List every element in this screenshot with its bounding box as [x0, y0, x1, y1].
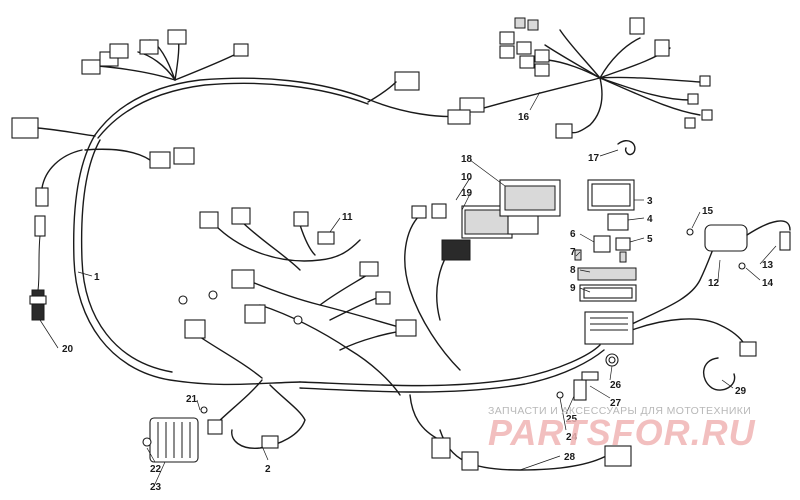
callout-26: 26	[610, 380, 622, 391]
callout-24: 24	[566, 432, 578, 443]
connector-10	[431, 203, 447, 219]
left-side-connectors	[11, 117, 195, 207]
callout-8: 8	[570, 265, 576, 276]
relays-5-6	[593, 235, 631, 253]
relay-4	[607, 213, 629, 231]
fuse-block	[584, 311, 634, 345]
callout-14: 14	[762, 278, 774, 289]
callout-21: 21	[186, 394, 198, 405]
callout-4: 4	[647, 214, 653, 225]
bracket-27	[556, 371, 599, 401]
callout-3: 3	[647, 196, 653, 207]
ecu-harness-branch	[404, 205, 471, 371]
harness-2	[207, 379, 306, 449]
callout-5: 5	[647, 234, 653, 245]
main-harness	[73, 77, 746, 393]
watermark-logo: PARTSFOR.RU	[488, 412, 756, 453]
gasket-9	[579, 284, 637, 302]
callout-10: 10	[461, 172, 473, 183]
harness-16-connectors	[447, 17, 713, 139]
callout-23: 23	[150, 482, 162, 493]
watermark-tagline: ЗАПЧАСТИ И АКСЕССУАРЫ ДЛЯ МОТОТЕХНИКИ	[488, 405, 752, 417]
callout-12: 12	[708, 278, 720, 289]
callout-2: 2	[265, 464, 271, 475]
top-left-connectors	[81, 29, 420, 103]
callout-labels: 1 2 3 4 5 6 7 8 9 10 11 12 13 14 15 16 1…	[62, 112, 774, 493]
callout-9: 9	[570, 283, 576, 294]
callout-6: 6	[570, 229, 576, 240]
callout-17: 17	[588, 153, 600, 164]
callout-25: 25	[566, 414, 578, 425]
gasket-8	[577, 267, 637, 281]
callout-27: 27	[610, 398, 622, 409]
callout-28: 28	[564, 452, 576, 463]
sub-harness-11	[178, 207, 417, 396]
callout-29: 29	[735, 386, 747, 397]
coil-12	[686, 220, 791, 357]
module-18	[499, 179, 561, 217]
callout-11: 11	[342, 212, 353, 223]
clip-17	[617, 140, 636, 156]
callout-22: 22	[150, 464, 162, 475]
harness-16	[469, 29, 701, 134]
sensor-20	[29, 215, 47, 321]
harness-28	[409, 394, 632, 471]
fuse-box-cover-3	[587, 179, 635, 211]
nut-26	[605, 353, 619, 367]
callout-20: 20	[62, 344, 74, 355]
callout-13: 13	[762, 260, 774, 271]
callout-19: 19	[461, 188, 473, 199]
callout-7: 7	[570, 247, 576, 258]
callout-1: 1	[94, 272, 100, 283]
callout-15: 15	[702, 206, 714, 217]
callouts	[39, 91, 777, 485]
callout-18: 18	[461, 154, 473, 165]
clip-29	[703, 357, 736, 391]
regulator-23	[142, 406, 208, 463]
callout-16: 16	[518, 112, 530, 123]
fuses-7	[574, 249, 627, 263]
